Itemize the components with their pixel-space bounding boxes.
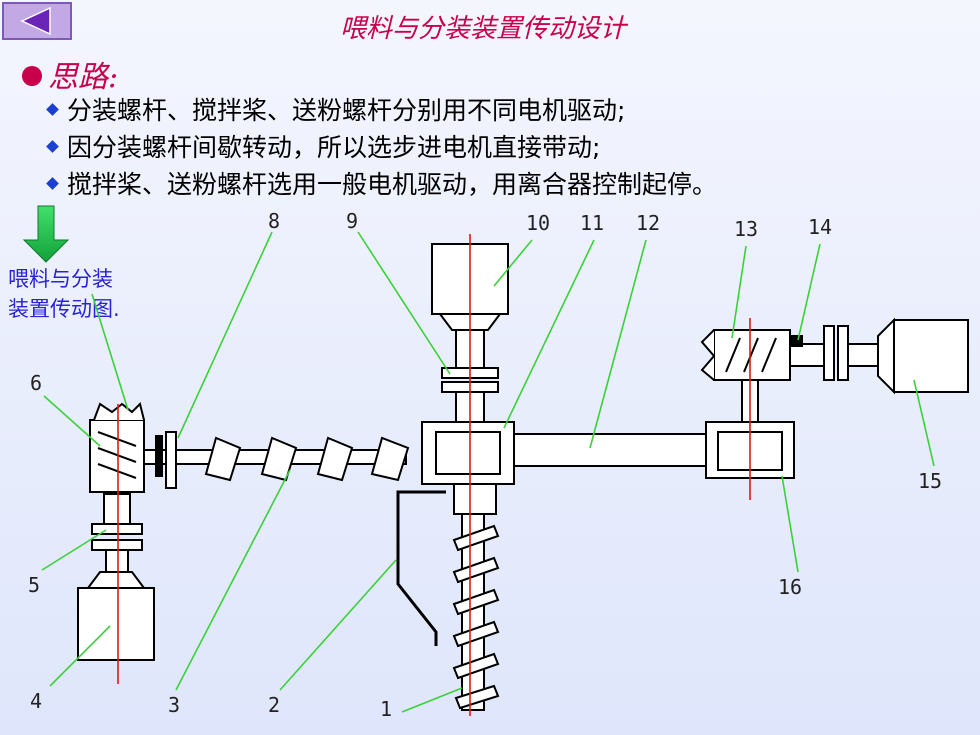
motor-4 (77, 571, 155, 661)
part-label-3: 3 (168, 693, 180, 717)
stirring-unit-6 (89, 402, 145, 493)
coupling-5 (91, 493, 143, 573)
bullet-item: 搅拌桨、送粉螺杆选用一般电机驱动，用离合器控制起停。 (44, 166, 717, 203)
motor-15 (877, 317, 969, 395)
back-button[interactable] (2, 2, 72, 40)
axis-lines (117, 234, 751, 716)
clutch-13 (700, 329, 791, 423)
hopper-2 (396, 490, 446, 646)
belt-drive-12 (421, 421, 795, 485)
part-label-8: 8 (268, 209, 280, 233)
part-label-5: 5 (28, 573, 40, 597)
part-label-1: 1 (380, 697, 392, 721)
dispensing-screw-1 (452, 483, 500, 711)
feed-screw-3 (143, 431, 410, 489)
part-label-16: 16 (778, 575, 802, 599)
part-label-13: 13 (734, 217, 758, 241)
diagram-caption: 喂料与分装装置传动图. (8, 267, 120, 321)
bullet-text: 搅拌桨、送粉螺杆选用一般电机驱动，用离合器控制起停。 (67, 170, 718, 199)
bullet-dot-icon (22, 66, 42, 86)
part-label-12: 12 (636, 211, 660, 235)
section-heading: 思路: (22, 52, 118, 96)
part-label-10: 10 (526, 211, 550, 235)
part-label-15: 15 (918, 469, 942, 493)
part-label-6: 6 (30, 371, 42, 395)
left-arrow-icon (20, 6, 51, 36)
slide-title: 喂料与分装装置传动设计 (340, 14, 627, 44)
leader-lines (41, 231, 935, 713)
bullet-text: 分装螺杆、搅拌桨、送粉螺杆分别用不同电机驱动; (67, 96, 626, 125)
coupling-14 (789, 325, 879, 381)
part-label-9: 9 (346, 209, 358, 233)
part-label-14: 14 (808, 215, 832, 239)
bullet-item: 分装螺杆、搅拌桨、送粉螺杆分别用不同电机驱动; (44, 92, 717, 129)
down-arrow-icon (22, 205, 70, 263)
bullet-item: 因分装螺杆间歇转动，所以选步进电机直接带动; (44, 129, 717, 166)
part-label-11: 11 (580, 211, 604, 235)
heading-text: 思路: (48, 60, 119, 95)
bullet-text: 因分装螺杆间歇转动，所以选步进电机直接带动; (67, 133, 601, 162)
part-label-2: 2 (268, 693, 280, 717)
part-label-4: 4 (30, 689, 42, 713)
bullet-list: 分装螺杆、搅拌桨、送粉螺杆分别用不同电机驱动; 因分装螺杆间歇转动，所以选步进电… (44, 92, 717, 203)
